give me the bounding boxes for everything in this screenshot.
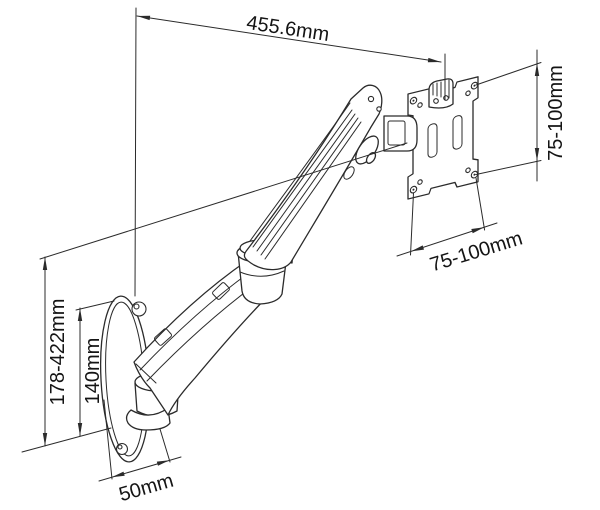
clip-body (383, 115, 418, 152)
arrowhead (534, 148, 540, 161)
head-screw (367, 95, 375, 103)
vesa-plate (407, 76, 479, 200)
dim-plate-width-label: 50mm (117, 470, 176, 506)
head-screw (376, 106, 382, 112)
dimension-height-range: 178-422mm (21, 142, 408, 453)
vesa-hole-center (412, 188, 415, 191)
vesa-hole-center (412, 99, 415, 102)
pivot-height-extension-top (75, 300, 115, 311)
wall-plate-top-screw-hole (131, 301, 147, 317)
lower-arm-top-face-edge (139, 271, 251, 371)
upper-arm (243, 84, 383, 271)
vesa-height-leader-top (475, 62, 542, 86)
arrowhead (42, 257, 48, 270)
dim-reach-label: 455.6mm (245, 12, 331, 46)
arm-opening-small (343, 166, 355, 180)
vesa-inner-hole (417, 102, 423, 108)
vesa-width-extension-right (475, 177, 486, 231)
dim-vesa-height-label: 75-100mm (545, 65, 567, 161)
clip-window (387, 120, 406, 146)
arrowhead (427, 57, 441, 63)
vesa-hole-center (473, 173, 476, 176)
arrowhead (77, 423, 83, 436)
wall-mount-arm-drawing (99, 76, 479, 463)
gas-spring-slot-line (256, 113, 356, 252)
vesa-slot (427, 123, 438, 158)
wall-plate-bottom-screw (117, 444, 123, 450)
column-screw (433, 98, 439, 104)
arrowhead (111, 471, 125, 478)
plate-width-extension-left (103, 399, 113, 480)
upper-arm-body (243, 84, 383, 271)
elbow-seam (239, 270, 285, 277)
lower-arm (133, 259, 272, 416)
arrowhead (42, 433, 48, 446)
vesa-inner-hole (465, 167, 471, 174)
arrowhead (137, 15, 151, 21)
pivot-foot (125, 407, 171, 431)
vesa-inner-hole (465, 90, 471, 97)
dim-height-range-label: 178-422mm (47, 299, 69, 406)
wall-plate-top-screw (133, 303, 140, 310)
gas-spring-slot-line (252, 109, 353, 248)
column-screw (443, 95, 449, 101)
cable-clip-cutout (212, 282, 230, 300)
vesa-inner-hole (417, 179, 423, 185)
arrowhead (77, 308, 83, 321)
vesa-height-leader-bottom (475, 160, 542, 175)
height-range-extension-bottom (21, 427, 112, 453)
cable-clip-cutout (154, 328, 172, 346)
gas-spring-slot-line (264, 121, 362, 260)
reach-extension-left (134, 7, 137, 297)
vesa-plate-outline (407, 76, 479, 200)
dimension-vesa-height: 75-100mm (475, 49, 567, 182)
head-clip (367, 95, 418, 152)
dimension-plate-pivot-height: 140mm (75, 300, 115, 437)
vesa-mount-column (428, 78, 454, 109)
arrowhead (534, 63, 540, 76)
vesa-hole-center (473, 84, 476, 87)
column-teeth (432, 79, 450, 99)
dim-vesa-width-label: 75-100mm (427, 227, 525, 276)
dim-pivot-height-label: 140mm (82, 338, 104, 405)
arrowhead (411, 245, 424, 252)
lower-arm-tip-fold (135, 363, 157, 384)
reach-dimension-line (136, 15, 442, 63)
vesa-width-extension-left (410, 192, 414, 256)
gas-spring-slot-line (260, 117, 359, 256)
upper-arm-top-edge-inner (249, 102, 351, 242)
arrowhead (156, 460, 170, 466)
plate-width-extension-right (159, 428, 171, 463)
height-range-extension-top (39, 142, 408, 260)
vesa-slot (452, 115, 463, 150)
arrowhead (471, 227, 485, 234)
wall-plate-bottom-screw-hole (115, 442, 129, 456)
